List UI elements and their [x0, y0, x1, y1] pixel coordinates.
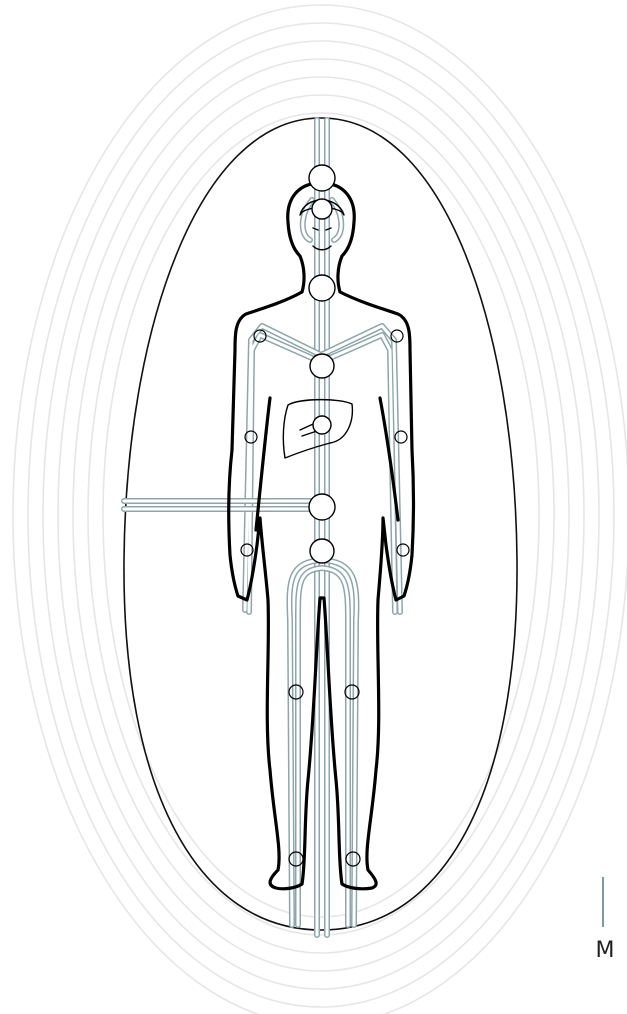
egg-boundary: [124, 118, 517, 930]
brow-node: [312, 199, 332, 219]
legend-label: M: [591, 938, 619, 963]
sacral-node: [309, 494, 335, 520]
central-channel-core: [317, 120, 327, 935]
crown-node: [309, 165, 335, 191]
root-node: [310, 539, 334, 563]
side-channel-core: [124, 501, 321, 509]
chakra-nodes: [309, 165, 335, 563]
throat-node: [309, 275, 335, 301]
heart-node: [310, 354, 334, 378]
solar-plexus-node: [313, 416, 331, 434]
